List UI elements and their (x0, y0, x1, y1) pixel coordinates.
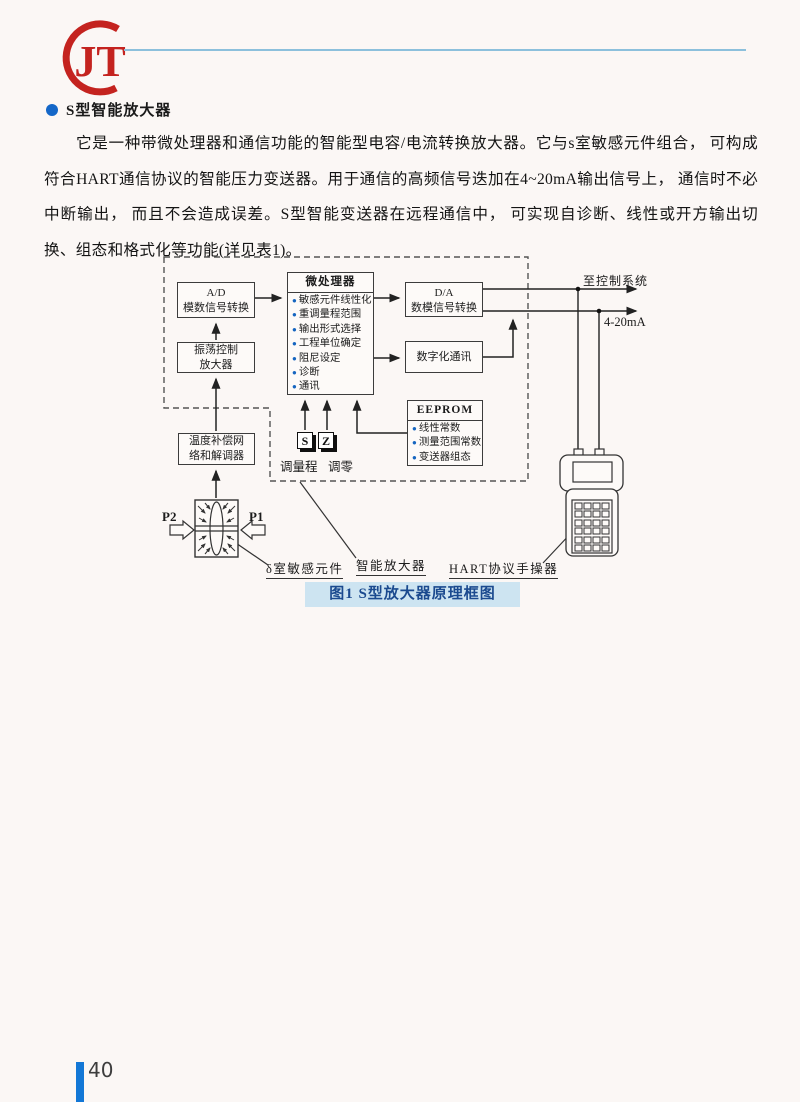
bullet-icon: ● (292, 296, 297, 305)
box-temp-line1: 温度补偿网 (189, 435, 244, 447)
hart-label: HART协议手操器 (449, 558, 559, 579)
body-paragraph: 它是一种带微处理器和通信功能的智能型电容/电流转换放大器。它与s室敏感元件组合，… (44, 135, 758, 259)
box-micro-title: 微处理器 (288, 273, 373, 293)
box-oscillation-amplifier: 振荡控制 放大器 (177, 342, 255, 373)
micro-item: 重调量程范围 (298, 309, 362, 321)
page-number: 40 (88, 1058, 114, 1082)
signal-arrows (211, 284, 638, 498)
box-osc-line2: 放大器 (199, 358, 233, 371)
eeprom-item: 线性常数 (418, 423, 461, 434)
box-ad-converter: A/D 模数信号转换 (177, 282, 255, 318)
box-eeprom-title: EEPROM (408, 401, 482, 421)
jt-logo: JT (62, 20, 126, 96)
wire-junction-dot (596, 308, 602, 314)
page-number-bar (76, 1062, 84, 1102)
p2-arrow-icon (169, 519, 195, 541)
box-micro-items: ●敏感元件线性化 ●重调量程范围 ●输出形式选择 ●工程单位确定 ●阻尼设定 ●… (288, 293, 373, 395)
hart-handheld-graphic (559, 448, 624, 557)
micro-item: 阻尼设定 (298, 352, 341, 364)
pressure-hatch-arrows (197, 502, 236, 555)
eeprom-item: 变送器组态 (418, 451, 471, 463)
box-eeprom: EEPROM ●线性常数 ●测量范围常数 ●变送器组态 (407, 400, 483, 466)
box-osc-line1: 振荡控制 (194, 344, 238, 356)
bullet-icon: ● (292, 339, 297, 349)
bullet-icon (46, 103, 58, 116)
bullet-icon: ● (412, 424, 417, 433)
bullet-icon: ● (292, 382, 297, 392)
p1-label: P1 (249, 509, 264, 524)
wire-junction-dot (575, 286, 581, 292)
zero-key-label: 调零 (328, 460, 354, 474)
bullet-icon: ● (412, 438, 417, 448)
header-divider (124, 49, 746, 51)
span-key-label: 调量程 (280, 460, 318, 474)
section-heading-text: S型智能放大器 (66, 103, 172, 119)
dashed-enclosure (163, 256, 529, 482)
box-eeprom-items: ●线性常数 ●测量范围常数 ●变送器组态 (408, 421, 482, 465)
box-temp-line2: 络和解调器 (189, 449, 244, 462)
zero-adjust-key: Z (318, 432, 334, 449)
logo-text: JT (74, 37, 125, 86)
sensor-label: δ室敏感元件 (266, 558, 344, 579)
box-ad-line2: 模数信号转换 (183, 301, 249, 314)
logo-arc (62, 20, 120, 96)
box-digital-label: 数字化通讯 (416, 351, 472, 363)
micro-item: 通讯 (298, 381, 320, 393)
sensor-graphic (194, 499, 239, 558)
micro-item: 工程单位确定 (298, 338, 362, 350)
micro-item: 敏感元件线性化 (298, 295, 372, 306)
bullet-icon: ● (292, 353, 297, 363)
box-da-converter: D/A 数模信号转换 (405, 282, 483, 317)
micro-item: 诊断 (298, 367, 320, 379)
amplifier-label: 智能放大器 (356, 555, 427, 576)
micro-item: 输出形式选择 (298, 323, 362, 335)
figure-caption: 图1 S型放大器原理框图 (305, 582, 520, 607)
keypad-keys (574, 502, 610, 552)
box-temp-compensation: 温度补偿网 络和解调器 (178, 433, 255, 465)
bullet-icon: ● (292, 368, 297, 378)
box-microprocessor: 微处理器 ●敏感元件线性化 ●重调量程范围 ●输出形式选择 ●工程单位确定 ●阻… (287, 272, 374, 395)
leader-lines (232, 481, 574, 566)
box-da-line1: D/A (434, 287, 454, 299)
box-ad-line1: A/D (206, 287, 226, 299)
bullet-icon: ● (292, 310, 297, 320)
current-range-label: 4-20mA (604, 315, 646, 329)
bullet-icon: ● (292, 324, 297, 334)
box-digital-comm: 数字化通讯 (405, 341, 483, 373)
bullet-icon: ● (412, 452, 417, 462)
diagram-lines (163, 256, 638, 566)
to-control-label: 至控制系统 (583, 274, 649, 288)
box-da-line2: 数模信号转换 (411, 301, 477, 314)
p1-arrow-icon (240, 519, 266, 541)
p2-label: P2 (162, 509, 177, 524)
eeprom-item: 测量范围常数 (418, 437, 482, 449)
section-heading: S型智能放大器 (46, 99, 171, 120)
hart-wires (577, 289, 600, 451)
span-adjust-key: S (297, 432, 313, 449)
figure-block-diagram: A/D 模数信号转换 振荡控制 放大器 微处理器 ●敏感元件线性化 ●重调量程范… (0, 250, 800, 620)
